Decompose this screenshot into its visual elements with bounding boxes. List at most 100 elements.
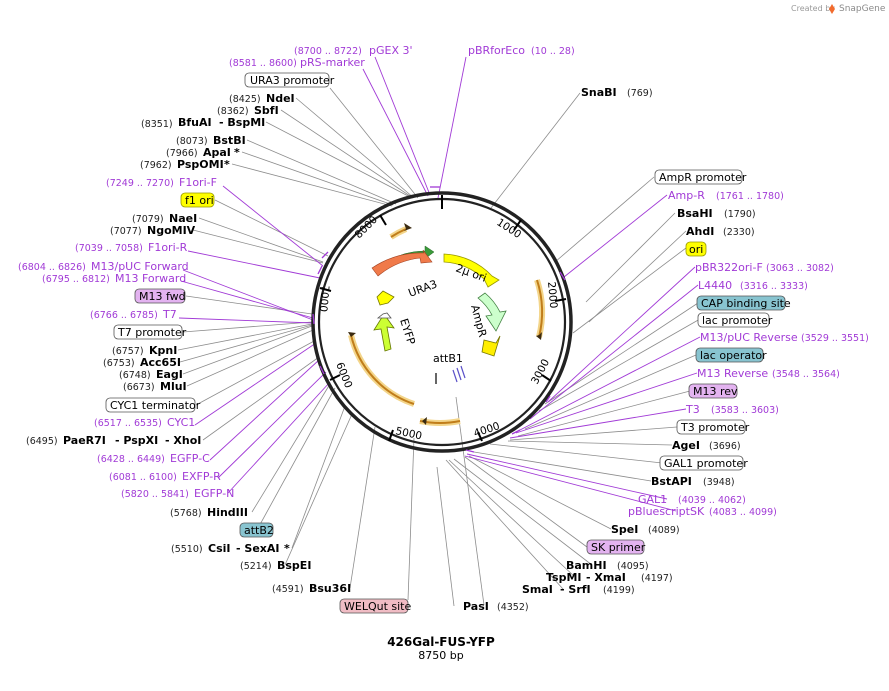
plasmid-length: 8750 bp [418, 649, 463, 662]
pbr322-coord: (3063 .. 3082) [766, 263, 834, 274]
two-mu-ori-feature[interactable]: 2µ ori [443, 253, 500, 288]
gal1-primer[interactable]: GAL1 [638, 493, 667, 506]
bamhi-coord: (4095) [617, 561, 649, 572]
smai-site[interactable]: SmaI [522, 583, 553, 596]
attb1-feature[interactable]: attB1 [433, 352, 466, 384]
m13-reverse-primer[interactable]: M13 Reverse [697, 367, 768, 380]
gal1-promoter-label: GAL1 promoter [664, 457, 748, 470]
m13-forward-primer[interactable]: M13 Forward [115, 272, 186, 285]
welqut-box[interactable] [339, 598, 409, 614]
exfpr-primer[interactable]: EXFP-R [182, 470, 221, 483]
xhoi-site[interactable]: - XhoI [165, 434, 201, 447]
spei-site[interactable]: SpeI [611, 523, 638, 536]
lac-operator-box[interactable] [695, 347, 764, 363]
l4440-primer[interactable]: L4440 [698, 279, 732, 292]
csii-coord: (5510) [171, 544, 203, 555]
eagi-coord: (6748) [119, 370, 151, 381]
snabi-site[interactable]: SnaBI [581, 86, 617, 99]
f1ori-label: f1 ori [185, 194, 214, 207]
bfuai-site[interactable]: BfuAI [178, 116, 212, 129]
apai-site[interactable]: ApaI [203, 146, 231, 159]
eagi-site[interactable]: EagI [156, 368, 183, 381]
pspxi-site[interactable]: - PspXI [115, 434, 158, 447]
egfpc-primer[interactable]: EGFP-C [170, 452, 210, 465]
paer7i-site[interactable]: PaeR7I [63, 434, 106, 447]
t3-promoter-label: T3 promoter [680, 421, 750, 434]
lac-operator-label: lac operator [700, 349, 767, 362]
pbrforeco-primer[interactable]: pBRforEco [468, 44, 525, 57]
bamhi-site[interactable]: BamHI [566, 559, 607, 572]
apai-star: * [234, 146, 240, 159]
tspmi-site[interactable]: TspMI [546, 571, 582, 584]
pbr322-primer[interactable]: pBR322ori-F [695, 261, 763, 274]
acc65i-site[interactable]: Acc65I [140, 356, 181, 369]
t7-promoter-label: T7 promoter [117, 326, 187, 339]
paer7i-coord: (6495) [26, 436, 58, 447]
bsu36i-site[interactable]: Bsu36I [309, 582, 351, 595]
gal1-promoter-box[interactable] [659, 455, 744, 471]
m13rev-box[interactable] [688, 383, 738, 399]
pspomi-site[interactable]: PspOMI [177, 158, 224, 171]
egfpn-primer[interactable]: EGFP-N [194, 487, 234, 500]
pasi-site[interactable]: PasI [463, 600, 489, 613]
naei-coord: (7079) [132, 214, 164, 225]
spei-coord: (4089) [648, 525, 680, 536]
t3-primer[interactable]: T3 [685, 403, 700, 416]
t7-promoter-box[interactable] [113, 324, 183, 340]
pgex3-primer[interactable]: pGEX 3' [369, 44, 413, 57]
sk-primer-box[interactable] [586, 539, 645, 555]
eyfp-feature[interactable]: EYFP [373, 290, 418, 352]
f1ori-r-primer[interactable]: F1ori-R [148, 241, 188, 254]
m13puc-fwd-primer[interactable]: M13/pUC Forward [91, 260, 189, 273]
srfi-site[interactable]: - SrfI [560, 583, 591, 596]
bstbi-site[interactable]: BstBI [213, 134, 246, 147]
naei-site[interactable]: NaeI [169, 212, 197, 225]
xmai-site[interactable]: - XmaI [586, 571, 626, 584]
pbluescript-primer[interactable]: pBluescriptSK [628, 505, 705, 518]
pgex3-coord: (8700 .. 8722) [294, 46, 362, 57]
prsmarker-primer[interactable]: pRS-marker [300, 56, 365, 69]
csii-site[interactable]: CsiI [208, 542, 230, 555]
ura3-promoter-box[interactable] [244, 72, 330, 88]
prsmarker-coord: (8581 .. 8600) [229, 58, 297, 69]
bsahi-coord: (1790) [724, 209, 756, 220]
pbluescript-coord: (4083 .. 4099) [709, 507, 777, 518]
welqut-label: WELQut site [344, 600, 411, 613]
f1ori-box[interactable] [180, 192, 215, 208]
sbfi-site[interactable]: SbfI [254, 104, 279, 117]
ampr-promoter-box[interactable] [654, 169, 743, 185]
cyc1-terminator-box[interactable] [105, 397, 196, 413]
ori-box[interactable] [685, 241, 707, 257]
t7-primer[interactable]: T7 [162, 308, 177, 321]
ampr-promoter-arrow [481, 335, 501, 357]
ampr-primer[interactable]: Amp-R [668, 189, 705, 202]
mlui-site[interactable]: MluI [160, 380, 187, 393]
ampr-feature[interactable]: AmpR [468, 292, 507, 339]
ndei-site[interactable]: NdeI [266, 92, 295, 105]
lac-promoter-box[interactable] [697, 312, 770, 328]
ngomiv-site[interactable]: NgoMIV [147, 224, 196, 237]
cyc1-coord: (6517 .. 6535) [94, 418, 162, 429]
bspmi-site[interactable]: - BspMI [219, 116, 265, 129]
hindiii-site[interactable]: HindIII [207, 506, 248, 519]
m13fwd-box[interactable] [134, 288, 186, 304]
agei-coord: (3696) [709, 441, 741, 452]
attb2-box[interactable] [239, 522, 274, 538]
bsahi-site[interactable]: BsaHI [677, 207, 713, 220]
kpni-coord: (6757) [112, 346, 144, 357]
cap-binding-box[interactable] [696, 295, 786, 311]
egfpn-coord: (5820 .. 5841) [121, 489, 189, 500]
f1ori-f-coord: (7249 .. 7270) [106, 178, 174, 189]
kpni-site[interactable]: KpnI [149, 344, 177, 357]
bstapi-site[interactable]: BstAPI [651, 475, 692, 488]
agei-site[interactable]: AgeI [672, 439, 700, 452]
bspei-site[interactable]: BspEI [277, 559, 311, 572]
sexai-site[interactable]: - SexAI [236, 542, 279, 555]
ahdi-site[interactable]: AhdI [686, 225, 714, 238]
t3-promoter-box[interactable] [676, 419, 746, 435]
m13puc-rev-primer[interactable]: M13/pUC Reverse [700, 331, 798, 344]
cyc1-primer[interactable]: CYC1 [167, 416, 195, 429]
ndei-coord: (8425) [229, 94, 261, 105]
egfpc-coord: (6428 .. 6449) [97, 454, 165, 465]
f1ori-f-primer[interactable]: F1ori-F [179, 176, 217, 189]
